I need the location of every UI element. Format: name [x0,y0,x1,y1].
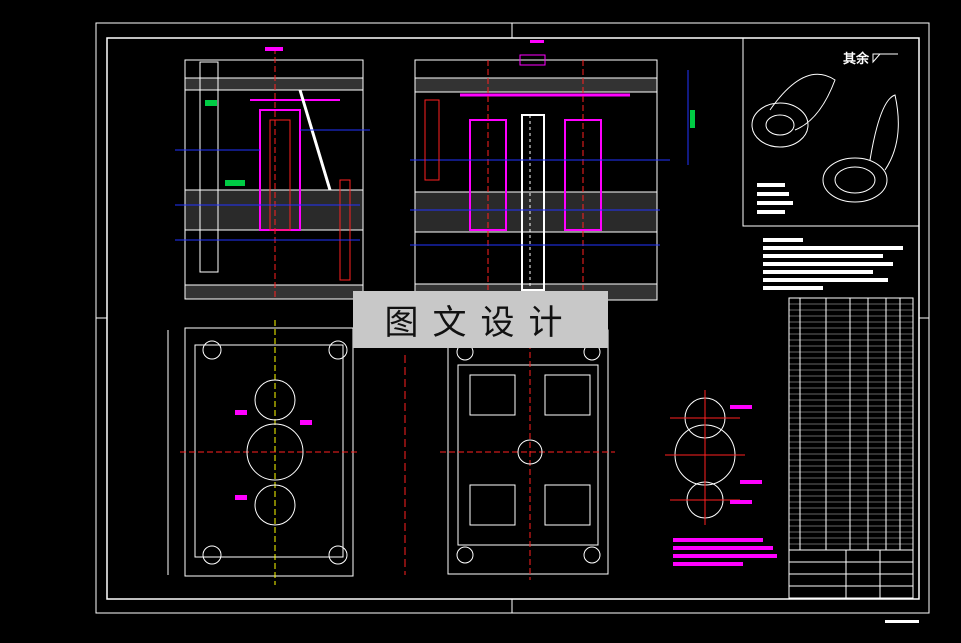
title-block [788,549,919,623]
section-view-right [410,40,695,301]
watermark-label: 图文设计 [353,291,608,348]
technical-requirements [763,238,903,290]
drawing-frame [95,22,930,614]
part-detail-view [665,390,762,525]
parts-list-rows [789,303,913,545]
isometric-part-view [742,37,920,227]
section-view-left [175,47,370,300]
surface-finish-note: 其余 [843,52,870,67]
plan-view-left [167,320,360,585]
technical-notes-magenta [673,538,777,566]
plan-view-right [404,325,615,580]
